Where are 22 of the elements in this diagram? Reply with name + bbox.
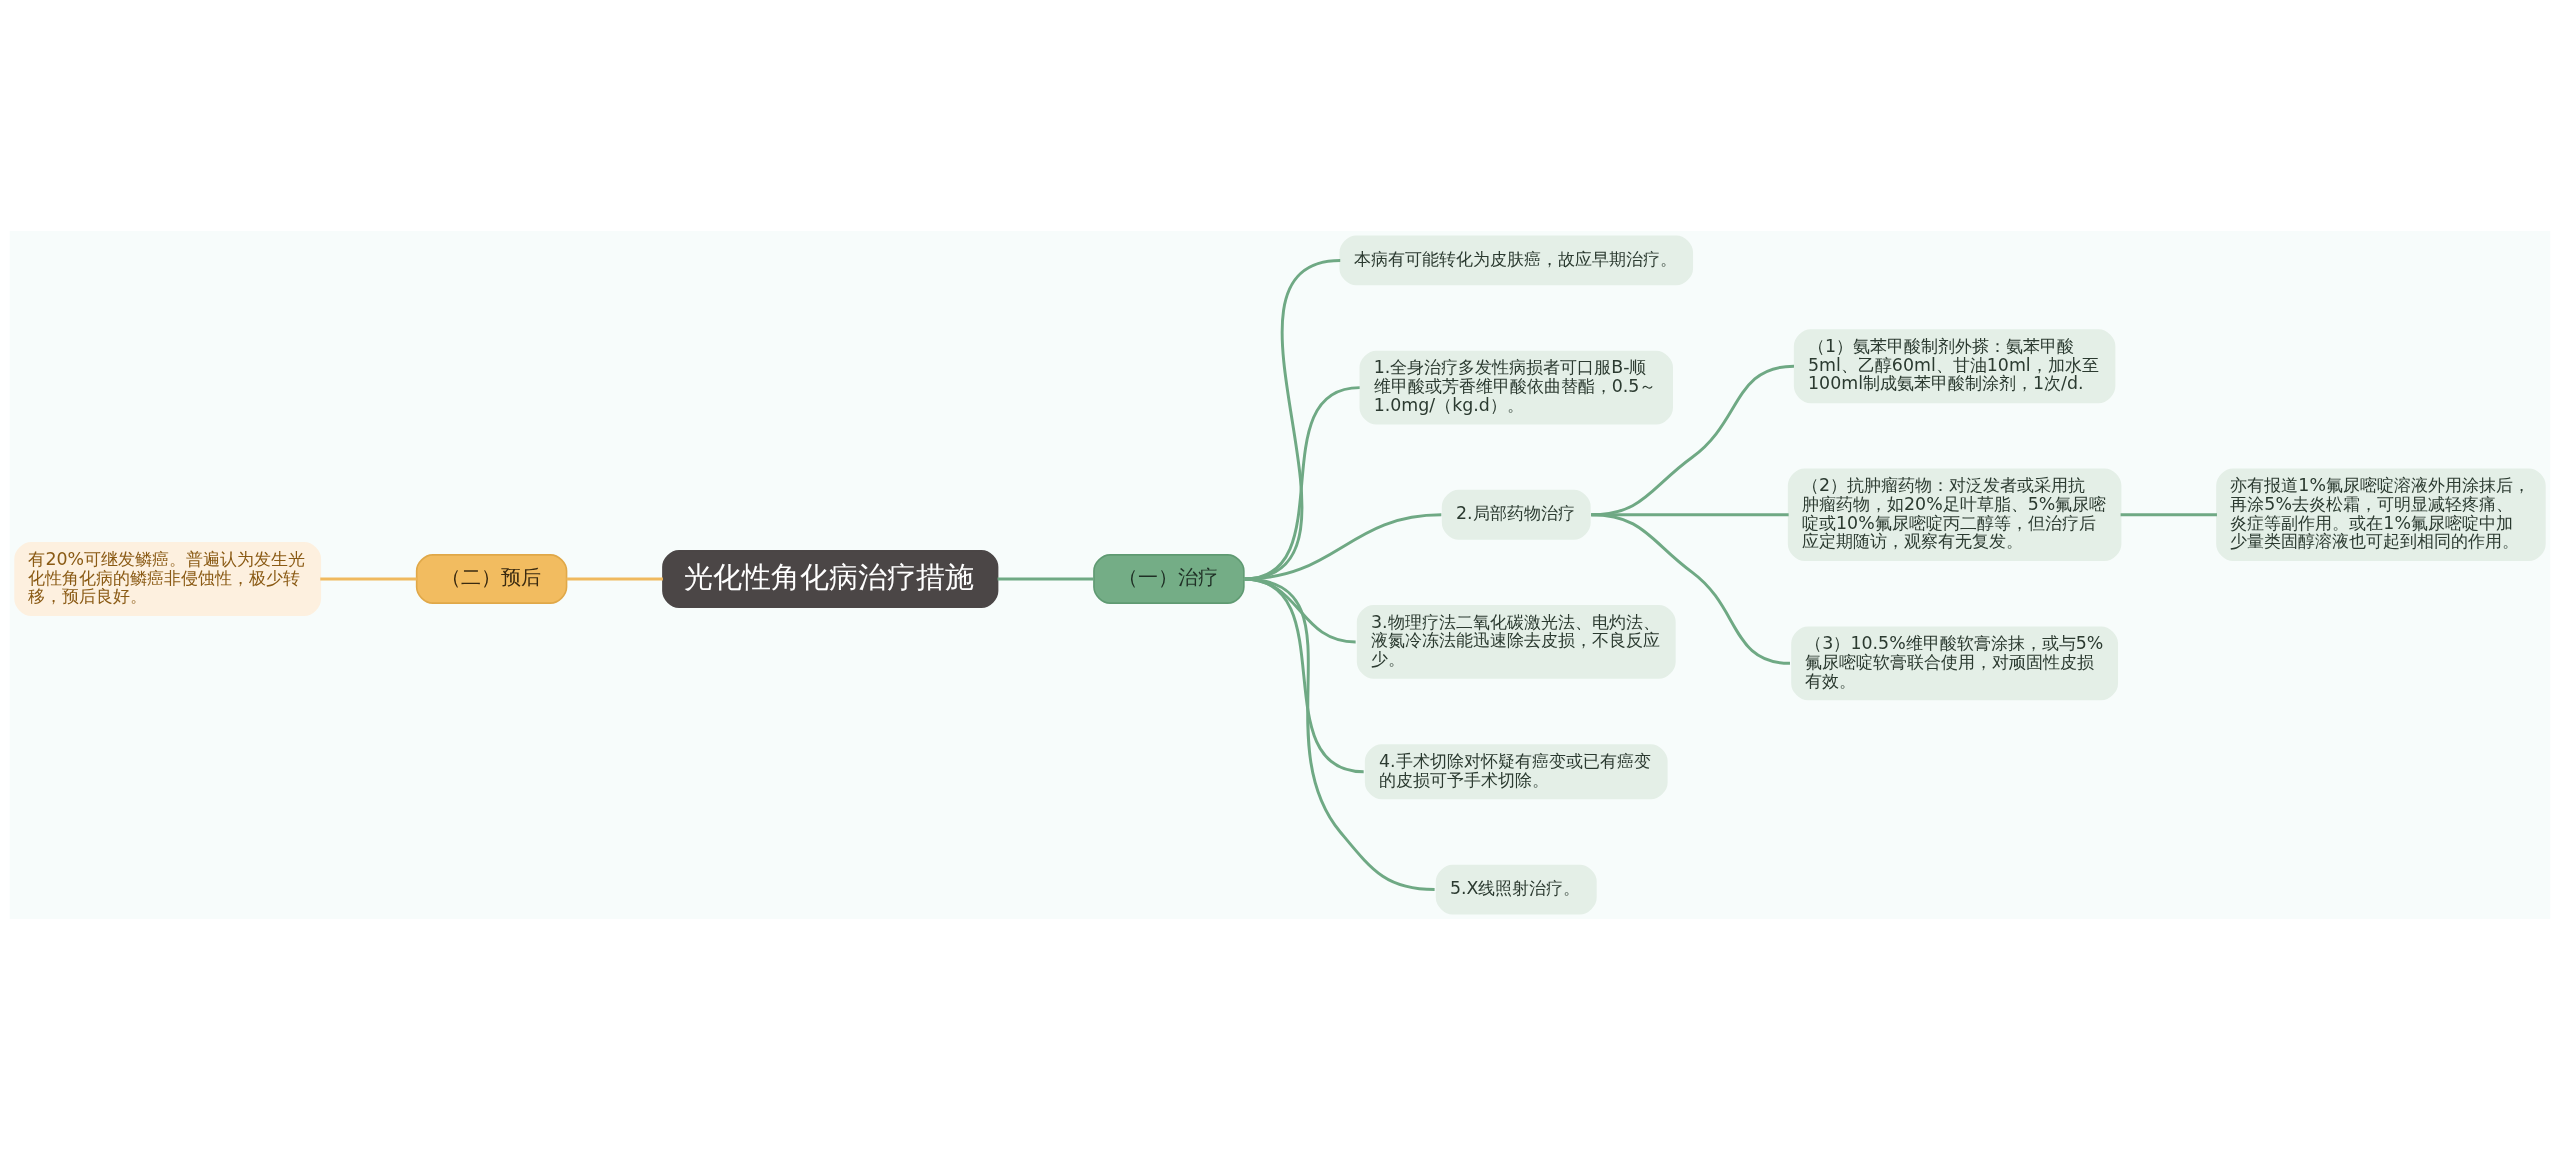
connector	[566, 577, 663, 580]
node-box: 本病有可能转化为皮肤癌，故应早期治疗。	[1339, 235, 1694, 285]
node-box: 亦有报道1%氟尿嘧啶溶液外用涂抹后，再涂5%去炎松霜，可明显减轻疼痛、炎症等副作用。或在1%氟尿嘧啶中加少量类固醇溶液也可起到相同的作用。	[2216, 467, 2546, 561]
node-box: （3）10.5%维甲酸软膏涂抹，或与5%氟尿嘧啶软膏联合使用，对顽固性皮损有效。	[1791, 625, 2119, 700]
connector	[320, 577, 417, 580]
node-box: 1.全身治疗多发性病损者可口服B-顺维甲酸或芳香维甲酸依曲替酯，0.5～1.0mg/（kg.d）。	[1359, 350, 1673, 425]
node-box: 有20%可继发鳞癌。普遍认为发生光化性角化病的鳞癌非侵蚀性，极少转移，预后良好。	[14, 541, 322, 616]
node-box: （二）预后	[415, 553, 568, 604]
connector	[1591, 512, 1791, 665]
node-box: 3.物理疗法二氧化碳激光法、电灼法、液氮冷冻法能迅速除去皮损，不良反应少。	[1356, 604, 1676, 679]
node-box: （1）氨苯甲酸制剂外搽：氨苯甲酸5ml、乙醇60ml、甘油10ml，加水至100ml制成氨苯甲酸制涂剂，1次/d.	[1793, 328, 2116, 403]
node-box: （一）治疗	[1093, 553, 1245, 604]
connector	[1243, 577, 1435, 891]
node-box: （2）抗肿瘤药物：对泛发者或采用抗肿瘤药物，如20%足叶草脂、5%氟尿嘧啶或10%氟尿嘧啶丙二醇等，但治疗后应定期随访，观察有无复发。	[1787, 467, 2122, 561]
connector	[1243, 385, 1360, 580]
connector	[997, 577, 1094, 580]
node-box: 5.X线照射治疗。	[1435, 864, 1597, 914]
connector	[1243, 512, 1442, 580]
connector	[2120, 512, 2217, 516]
node-box: 2.局部药物治疗	[1441, 489, 1591, 540]
node-box: 4.手术切除对怀疑有癌变或已有癌变的皮损可予手术切除。	[1364, 743, 1668, 799]
node-box: 光化性角化病治疗措施	[662, 549, 999, 608]
